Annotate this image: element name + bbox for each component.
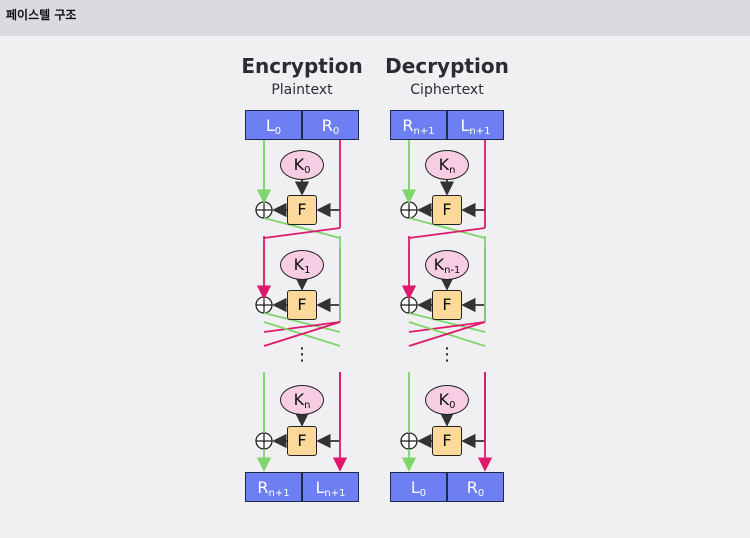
dec-output-right: R0 — [447, 472, 504, 502]
dec-input-right: Ln+1 — [447, 110, 504, 140]
dec-input-left: Rn+1 — [390, 110, 447, 140]
enc-output-right: Ln+1 — [302, 472, 359, 502]
enc-f-round-n: F — [287, 426, 317, 456]
dec-output-left: L0 — [390, 472, 447, 502]
dec-round-2-cross-left — [408, 312, 486, 333]
window-title: 페이스텔 구조 — [6, 8, 77, 22]
enc-f-round-1: F — [287, 195, 317, 225]
enc-round-1-cross-left — [263, 217, 341, 239]
enc-output-left: Rn+1 — [245, 472, 302, 502]
dec-round-1-cross-left — [408, 217, 486, 239]
enc-round-1-cross-right — [263, 227, 341, 239]
window-title-bar: 페이스텔 구조 — [0, 0, 750, 36]
dec-round-1-cross-right — [408, 227, 486, 239]
encryption-subtitle: Plaintext — [271, 82, 333, 98]
enc-r2-cross-b — [263, 321, 341, 347]
decryption-title: Decryption — [385, 54, 509, 78]
dec-f-round-n: F — [432, 426, 462, 456]
dec-key-round-2: Kn-1 — [425, 250, 469, 280]
enc-f-round-2: F — [287, 290, 317, 320]
enc-key-round-n: Kn — [280, 385, 324, 415]
dec-ellipsis: ⋮ — [438, 344, 456, 365]
dec-r2-cross-b — [408, 321, 486, 347]
enc-ellipsis: ⋮ — [293, 344, 311, 365]
dec-round-2-cross-right — [408, 321, 486, 333]
decryption-subtitle: Ciphertext — [410, 82, 484, 98]
enc-key-round-1: K0 — [280, 150, 324, 180]
encryption-title: Encryption — [241, 54, 363, 78]
dec-key-round-1: Kn — [425, 150, 469, 180]
dec-key-round-n: K0 — [425, 385, 469, 415]
enc-input-left: L0 — [245, 110, 302, 140]
enc-input-right: R0 — [302, 110, 359, 140]
enc-round-2-cross-right — [263, 321, 341, 333]
enc-round-2-cross-left — [263, 312, 341, 333]
enc-key-round-2: K1 — [280, 250, 324, 280]
dec-f-round-1: F — [432, 195, 462, 225]
dec-f-round-2: F — [432, 290, 462, 320]
